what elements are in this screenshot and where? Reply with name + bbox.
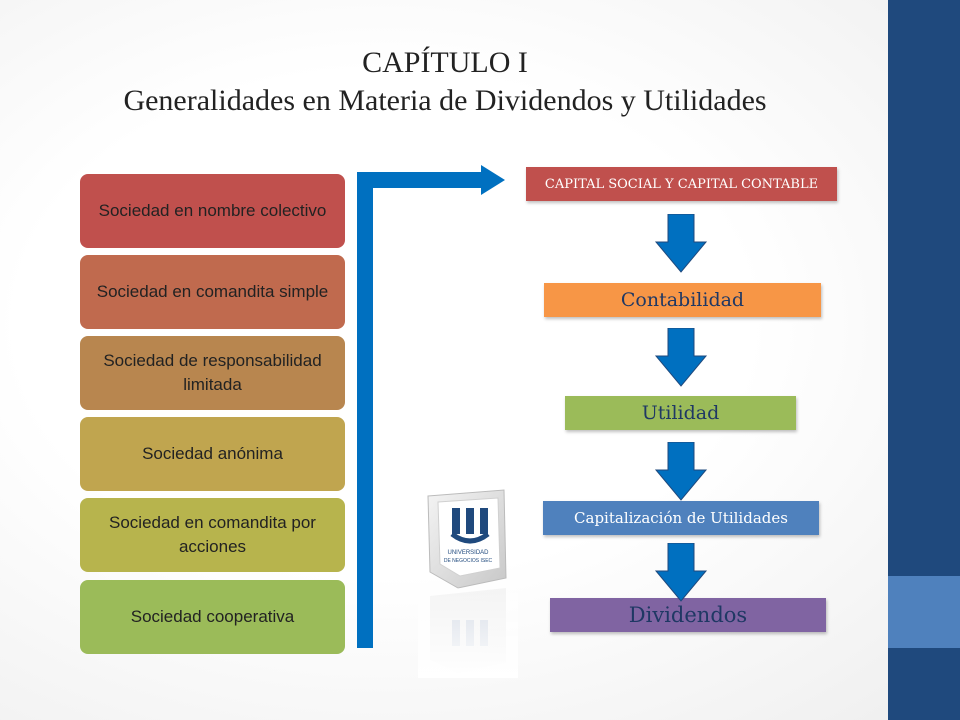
box-sociedad-cooperativa: Sociedad cooperativa xyxy=(80,580,345,654)
down-arrow-icon xyxy=(654,214,708,273)
down-arrow-icon xyxy=(654,442,708,501)
connector-arrow xyxy=(357,165,505,648)
flow-capital-social: CAPITAL SOCIAL Y CAPITAL CONTABLE xyxy=(526,167,837,201)
flow-utilidad: Utilidad xyxy=(565,396,796,430)
flow-capitalizacion: Capitalización de Utilidades xyxy=(543,501,819,535)
down-arrow-icon xyxy=(654,543,708,602)
svg-text:DE NEGOCIOS ISEC: DE NEGOCIOS ISEC xyxy=(444,558,493,564)
page-title: Generalidades en Materia de Dividendos y… xyxy=(123,84,767,117)
right-accent-square xyxy=(888,576,960,648)
university-logo: UNIVERSIDAD DE NEGOCIOS ISEC xyxy=(418,489,518,678)
down-arrow-icon xyxy=(654,328,708,387)
svg-text:UNIVERSIDAD: UNIVERSIDAD xyxy=(447,550,489,556)
box-sociedad-anonima: Sociedad anónima xyxy=(80,417,345,491)
box-sociedad-comandita-simple: Sociedad en comandita simple xyxy=(80,255,345,329)
chapter-title: CAPÍTULO I xyxy=(362,46,528,79)
box-sociedad-nombre-colectivo: Sociedad en nombre colectivo xyxy=(80,174,345,248)
flow-dividendos: Dividendos xyxy=(550,598,826,632)
box-sociedad-responsabilidad-limitada: Sociedad de responsabilidad limitada xyxy=(80,336,345,410)
flow-contabilidad: Contabilidad xyxy=(544,283,821,317)
box-sociedad-comandita-acciones: Sociedad en comandita por acciones xyxy=(80,498,345,572)
